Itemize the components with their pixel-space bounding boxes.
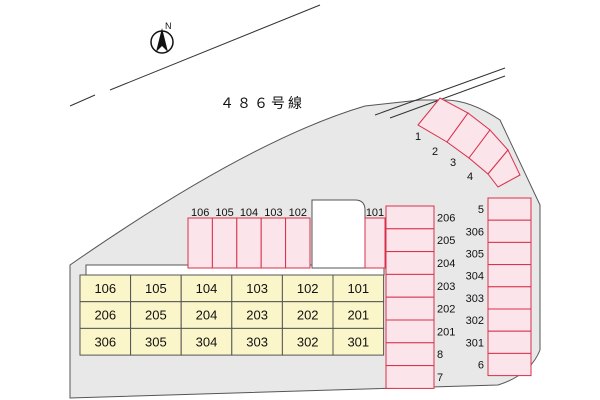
parking-label: 102 — [289, 207, 307, 219]
parking-label: 302 — [466, 315, 484, 327]
unit-label: 201 — [347, 308, 369, 323]
parking-space — [260, 217, 287, 269]
parking-space — [385, 228, 435, 253]
road-edge-line — [389, 75, 506, 119]
parking-space — [364, 217, 386, 269]
parking-space — [236, 217, 262, 269]
parking-label: 7 — [437, 372, 443, 384]
parking-label: 5 — [478, 204, 484, 216]
building-units: 106 105 104 103 102 101 206 205 204 203 202 201 306 3… — [79, 274, 385, 356]
unit-label: 103 — [246, 281, 268, 296]
road-edge-line — [69, 94, 96, 107]
parking-space — [211, 217, 238, 269]
parking-label: 101 — [366, 207, 384, 219]
unit-label: 301 — [347, 334, 369, 349]
unit-label: 302 — [297, 334, 319, 349]
parking-label: 201 — [437, 326, 455, 338]
north-arrow-icon: N — [150, 21, 174, 54]
parking-column-center: 206 205 204 203 202 201 8 7 — [385, 205, 455, 389]
unit-label: 205 — [145, 308, 167, 323]
parking-space — [487, 286, 532, 310]
parking-space — [285, 217, 311, 269]
unit-cell — [180, 301, 233, 329]
unit-cell — [281, 327, 334, 356]
parking-space — [187, 217, 213, 269]
parking-label: 103 — [264, 207, 282, 219]
entrance-gap — [311, 199, 366, 269]
unit-cell — [79, 327, 132, 356]
parking-label: 104 — [240, 207, 258, 219]
unit-cell — [332, 327, 385, 356]
parking-label: 301 — [466, 337, 484, 349]
unit-label: 202 — [297, 308, 319, 323]
parking-space — [487, 352, 532, 377]
parking-row-top: 106 105 104 103 102 101 — [187, 207, 386, 269]
parking-label: 306 — [466, 226, 484, 238]
unit-label: 101 — [347, 281, 369, 296]
parking-space — [487, 219, 532, 243]
parking-label: 202 — [437, 304, 455, 316]
road-edge-line — [374, 67, 506, 116]
parking-column-right: 5 306 305 304 303 302 301 6 — [466, 197, 532, 377]
parking-space — [385, 205, 435, 230]
unit-label: 303 — [246, 334, 268, 349]
unit-cell — [180, 327, 233, 356]
parking-space — [385, 365, 435, 389]
road-edge-line — [109, 4, 321, 91]
parking-space — [385, 319, 435, 344]
unit-cell — [231, 327, 283, 356]
parking-label: 204 — [437, 258, 455, 270]
parking-space — [487, 308, 532, 332]
parking-label: 205 — [437, 235, 455, 247]
unit-cell — [281, 301, 334, 329]
parking-label: 8 — [437, 349, 443, 361]
parking-label: 6 — [478, 360, 484, 372]
parking-label: 4 — [467, 171, 473, 183]
unit-label: 204 — [196, 308, 218, 323]
unit-label: 203 — [246, 308, 268, 323]
unit-cell — [79, 301, 132, 329]
unit-label: 102 — [297, 281, 319, 296]
parking-space — [487, 149, 521, 188]
unit-label: 304 — [196, 334, 218, 349]
unit-cell — [332, 301, 385, 329]
road-name: ４８６号線 — [220, 96, 305, 112]
parking-label: 203 — [437, 281, 455, 293]
parking-label: 206 — [437, 212, 455, 224]
parking-space — [385, 296, 435, 321]
unit-label: 106 — [94, 281, 116, 296]
parking-space — [487, 330, 532, 354]
parking-space — [385, 273, 435, 298]
parking-space — [487, 264, 532, 288]
parking-label: 106 — [191, 207, 209, 219]
parking-label: 305 — [466, 249, 484, 261]
unit-label: 306 — [94, 334, 116, 349]
parking-label: 3 — [450, 157, 456, 169]
parking-label: 2 — [432, 146, 438, 158]
unit-label: 305 — [145, 334, 167, 349]
unit-label: 105 — [145, 281, 167, 296]
compass-label: N — [165, 21, 172, 31]
unit-label: 104 — [196, 281, 218, 296]
parking-label: 1 — [415, 131, 421, 143]
parking-label: 105 — [215, 207, 233, 219]
parking-space — [487, 241, 532, 266]
parking-label: 304 — [466, 271, 484, 283]
parking-space — [487, 197, 532, 221]
parking-label: 303 — [466, 293, 484, 305]
parking-space — [385, 251, 435, 275]
parking-space — [385, 342, 435, 367]
unit-label: 206 — [94, 308, 116, 323]
